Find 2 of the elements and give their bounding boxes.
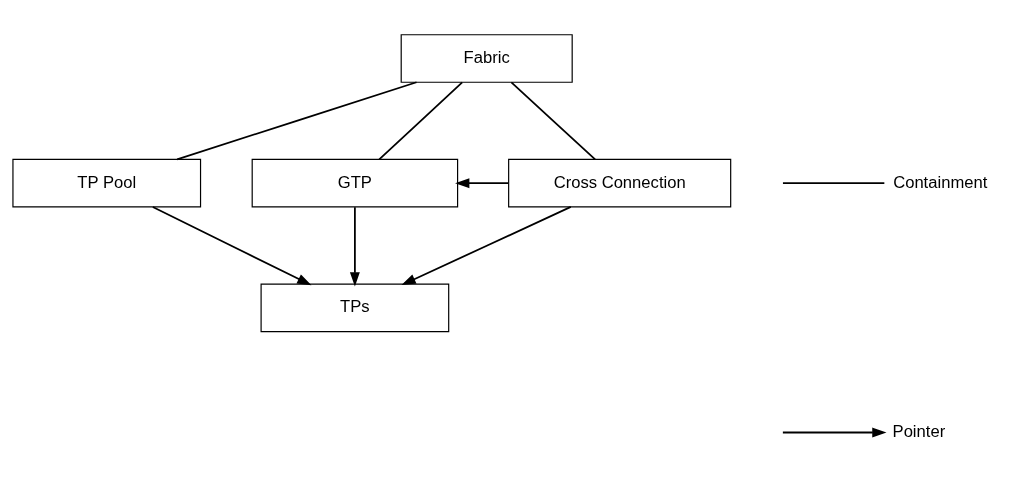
- legend-label: Containment: [893, 172, 988, 192]
- legend-label: Pointer: [892, 421, 946, 441]
